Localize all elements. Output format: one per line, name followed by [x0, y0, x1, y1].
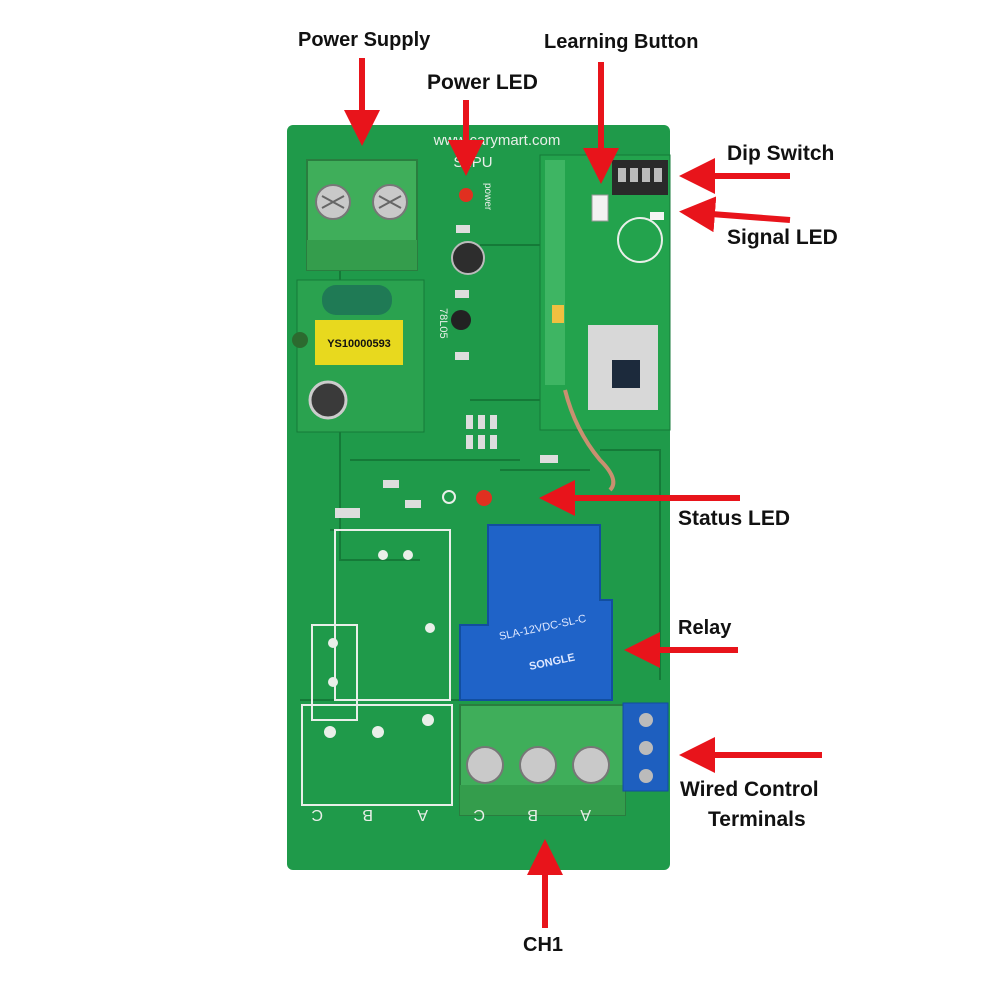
k2-pads	[324, 550, 435, 738]
transformer-code: YS10000593	[327, 338, 391, 350]
rf-chip	[612, 360, 640, 388]
label-dip-switch: Dip Switch	[727, 142, 835, 165]
label-learning-button: Learning Button	[544, 31, 699, 53]
letter-a-1: A	[417, 806, 428, 823]
capacitor	[308, 380, 348, 420]
label-power-led: Power LED	[427, 71, 538, 94]
letter-c-3: C	[473, 806, 485, 823]
antenna-wire	[563, 389, 616, 492]
power-module: YS10000593	[292, 279, 425, 433]
rf-receiver-module	[539, 154, 671, 492]
status-led-component	[476, 490, 492, 506]
annotation-arrows	[344, 58, 822, 928]
board-power-label: power	[482, 183, 493, 211]
letter-a-2: A	[580, 806, 591, 823]
ch1-terminal-block	[459, 704, 626, 816]
power-terminal-block	[306, 159, 418, 271]
board-regulator: 78L05	[437, 308, 449, 339]
letter-b-2: B	[527, 806, 538, 823]
board-url: www.carymart.com	[433, 132, 561, 149]
label-wired-control-terminals: Terminals	[708, 808, 806, 831]
c1-capacitor	[451, 241, 485, 275]
wired-control-terminal	[622, 702, 669, 792]
board-letters: C B C A C B A	[311, 806, 591, 823]
letter-b-1: B	[362, 806, 373, 823]
board-model: S2PU	[453, 154, 492, 171]
signal-led-component	[650, 212, 664, 220]
label-power-supply: Power Supply	[298, 29, 431, 51]
label-relay: Relay	[678, 617, 732, 639]
label-ch1: CH1	[523, 934, 564, 956]
label-status-led: Status LED	[678, 507, 791, 530]
arrow-signal-led	[679, 196, 791, 233]
power-led-component	[459, 188, 473, 202]
label-wired-control: Wired Control	[680, 778, 819, 801]
label-signal-led: Signal LED	[727, 226, 838, 249]
relay-component: SONGLE SLA-12VDC-SL-C	[459, 524, 613, 701]
regulator-78l05	[451, 310, 471, 330]
letter-c-1: C	[311, 806, 323, 823]
learning-button-component	[591, 194, 609, 222]
